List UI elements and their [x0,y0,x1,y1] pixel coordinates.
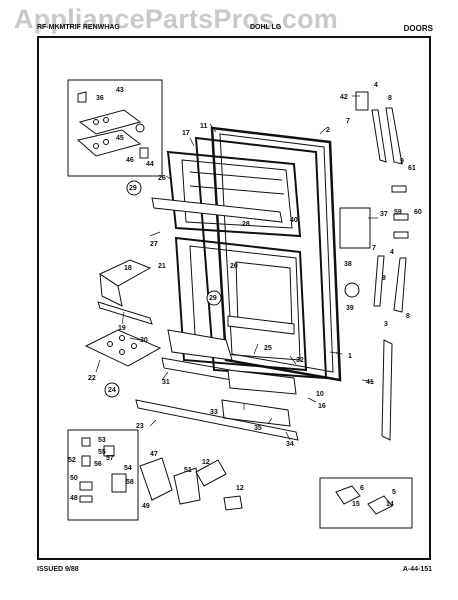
callout-47: 47 [150,451,158,458]
door-shelves [135,329,299,441]
callout-labels: 36 43 45 46 44 17 11 2 29 26 27 28 40 18… [68,82,422,510]
callout-5: 5 [392,489,396,496]
callout-31: 31 [162,379,170,386]
header-middle: DOHL LG [250,24,282,31]
circled-detail-callouts [104,180,222,398]
callout-42: 42 [340,94,348,101]
callout-52: 52 [68,457,76,464]
callout-17: 17 [182,130,190,137]
callout-12b: 12 [236,485,244,492]
callout-25: 25 [264,345,272,352]
callout-30: 30 [140,337,148,344]
callout-16: 16 [318,403,326,410]
callout-29a: 29 [129,185,137,192]
callout-43: 43 [116,87,124,94]
callout-28: 28 [242,221,250,228]
callout-41: 41 [366,379,374,386]
callout-40: 40 [290,217,298,224]
callout-60: 60 [414,209,422,216]
hinge-parts-box [67,79,163,177]
hinge-parts [339,91,409,441]
callout-9: 9 [400,158,404,165]
header-left: RF-MKMTRIF RENWHAG [37,24,120,31]
callout-15: 15 [352,501,360,508]
door-stop-box [319,477,413,529]
callout-7a: 7 [346,118,350,125]
callout-44: 44 [146,161,154,168]
callout-54: 54 [124,465,132,472]
callout-10: 10 [316,391,324,398]
callout-26: 26 [158,175,166,182]
callout-7b: 7 [372,245,376,252]
callout-56: 56 [94,461,102,468]
callout-6: 6 [360,485,364,492]
callout-2: 2 [326,127,330,134]
freezer-door-liner [151,150,302,238]
callout-21: 21 [158,263,166,270]
callout-9b: 9 [382,275,386,282]
callout-8a: 8 [388,95,392,102]
callout-3: 3 [384,321,388,328]
callout-27: 27 [150,241,158,248]
callout-53: 53 [98,437,106,444]
callout-23: 23 [136,423,144,430]
callout-51: 51 [184,467,192,474]
callout-19: 19 [118,325,126,332]
callout-24: 24 [108,387,116,394]
watermark: AppliancePartsPros.com [14,4,339,34]
callout-11: 11 [200,123,208,130]
hinge-brackets [139,457,243,511]
callout-18: 18 [124,265,132,272]
door-panel [194,126,342,382]
fresh-food-door-liner [174,236,308,372]
diagram-code: A-44-151 [402,566,432,573]
callout-38: 38 [344,261,352,268]
callout-55: 55 [98,449,106,456]
callout-39: 39 [346,305,354,312]
callout-14: 14 [386,501,394,508]
callout-46: 46 [126,157,134,164]
callout-61: 61 [408,165,416,172]
callout-29b: 29 [209,295,217,302]
callout-1: 1 [348,353,352,360]
callout-12a: 12 [202,459,210,466]
callout-22: 22 [88,375,96,382]
header-right: DOORS [403,24,433,33]
butter-compartment [97,259,153,325]
callout-33: 33 [210,409,218,416]
callout-48: 48 [70,495,78,502]
callout-35: 35 [254,425,262,432]
callout-58: 58 [126,479,134,486]
callout-32: 32 [296,357,304,364]
callout-50: 50 [70,475,78,482]
callout-49: 49 [142,503,150,510]
callout-20: 20 [230,263,238,270]
diagram-frame [37,36,431,560]
callout-37: 37 [380,211,388,218]
callout-57: 57 [106,455,114,462]
egg-tray [84,329,162,367]
callout-8b: 8 [406,313,410,320]
issued-date: ISSUED 9/88 [37,566,79,573]
callout-4a: 4 [374,82,378,89]
callout-45: 45 [116,135,124,142]
callout-4b: 4 [390,249,394,256]
bottom-hinge-box [67,429,139,521]
callout-59: 59 [394,209,402,216]
callout-34: 34 [286,441,294,448]
leader-lines [95,95,378,441]
callout-36: 36 [96,95,104,102]
